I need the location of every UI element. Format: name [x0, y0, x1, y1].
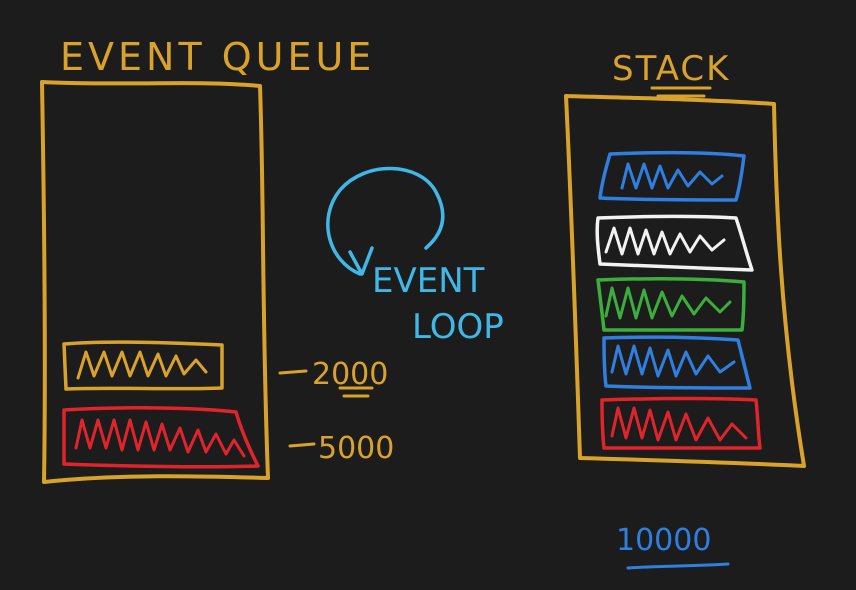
stack-box: [564, 94, 806, 468]
stack-frame-3: [596, 276, 746, 332]
stack-title: STACK: [612, 49, 730, 89]
stack-frame-2: [595, 214, 754, 272]
timer-2000-underline: [338, 386, 374, 398]
stack-extra-number: 10000: [616, 523, 711, 558]
stack-frame-5: [600, 396, 762, 450]
event-loop-label-line2: LOOP: [412, 307, 504, 347]
queue-item-timer-5000: [62, 406, 260, 469]
queue-item-timer-2000: [62, 340, 224, 391]
timer-5000-label: 5000: [318, 431, 394, 466]
timer-2000-label: 2000: [312, 357, 388, 392]
stack-frame-4: [602, 335, 752, 390]
stack-title-underline: [650, 86, 712, 98]
timer-2000-connector: [278, 369, 308, 375]
circular-arrow-icon: [326, 166, 445, 276]
circular-arrow-head-icon: [348, 246, 374, 276]
stack-extra-underline: [626, 562, 730, 570]
event-queue-box: [40, 80, 270, 484]
event-loop-label-line1: EVENT: [372, 261, 485, 301]
timer-5000-connector: [288, 442, 316, 448]
stack-frame-1: [598, 150, 746, 202]
event-queue-title: EVENT QUEUE: [60, 35, 375, 79]
